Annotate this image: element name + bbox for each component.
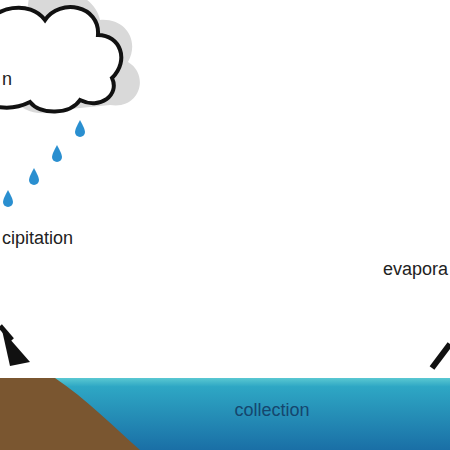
- raindrop: [29, 168, 39, 185]
- cloud-shape: n: [0, 0, 150, 125]
- water-label: collection: [234, 401, 309, 421]
- cloud-label: n: [2, 70, 12, 90]
- water-band: collection: [0, 378, 450, 450]
- arrow-shaft: [0, 326, 12, 340]
- water-band-outline: [0, 378, 450, 450]
- raindrop: [75, 120, 85, 137]
- cloud: [0, 7, 121, 111]
- arrow-shaft: [432, 344, 450, 368]
- process-label: cipitation: [2, 229, 73, 249]
- raindrop: [3, 190, 13, 207]
- process-label: evapora: [383, 260, 448, 280]
- raindrops: [3, 120, 85, 207]
- raindrop: [52, 145, 62, 162]
- ground: [0, 378, 140, 450]
- cloud-shape-outline: [0, 0, 150, 125]
